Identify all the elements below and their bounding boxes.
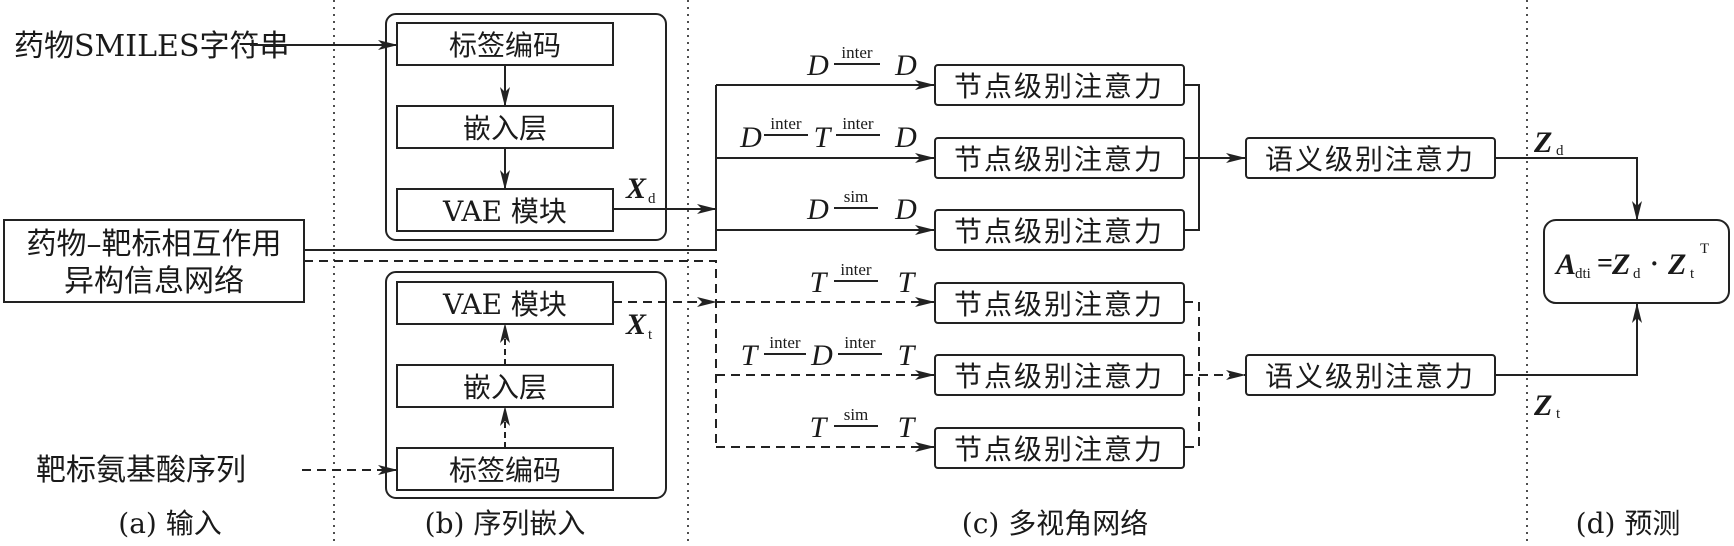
svg-text:inter: inter bbox=[842, 114, 873, 133]
target-seq-label: 靶标氨基酸序列 bbox=[36, 453, 246, 488]
svg-text:sim: sim bbox=[844, 187, 869, 206]
svg-text:D: D bbox=[894, 121, 917, 154]
metapath-target-3: T sim T bbox=[810, 405, 917, 444]
drug-vae-text: VAE 模块 bbox=[442, 195, 567, 228]
svg-text:T: T bbox=[1700, 241, 1709, 257]
node-attention-target-1[interactable]: 节点级别注意力 bbox=[934, 282, 1185, 324]
hin-box[interactable]: 药物–靶标相互作用 异构信息网络 bbox=[3, 219, 305, 303]
drug-embedding-layer-text: 嵌入层 bbox=[463, 112, 547, 145]
arrow-zd-to-prediction bbox=[1495, 157, 1642, 221]
target-embedding-group bbox=[385, 271, 667, 499]
node-attention-drug-1[interactable]: 节点级别注意力 bbox=[934, 64, 1185, 106]
svg-text:Z: Z bbox=[1667, 248, 1686, 281]
target-embedding-layer-text: 嵌入层 bbox=[463, 371, 547, 404]
metapath-drug-2: D inter T inter D bbox=[739, 114, 917, 154]
svg-text:inter: inter bbox=[841, 43, 872, 62]
svg-text:D: D bbox=[894, 193, 917, 226]
drug-feature-label: X d bbox=[625, 172, 656, 207]
drug-embedding-group bbox=[385, 13, 667, 241]
node-attention-target-3[interactable]: 节点级别注意力 bbox=[934, 427, 1185, 469]
svg-text:D: D bbox=[806, 49, 829, 82]
svg-text:语义级别注意力: 语义级别注意力 bbox=[1265, 143, 1475, 176]
hin-label-line2: 异构信息网络 bbox=[64, 264, 244, 299]
svg-text:X: X bbox=[625, 172, 647, 205]
prediction-box[interactable]: A dti = Z d · Z t T bbox=[1543, 219, 1730, 304]
svg-text:节点级别注意力: 节点级别注意力 bbox=[954, 433, 1164, 466]
section-caption-embedding: (b) 序列嵌入 bbox=[425, 507, 586, 540]
svg-text:节点级别注意力: 节点级别注意力 bbox=[954, 70, 1164, 103]
svg-text:=: = bbox=[1597, 248, 1613, 279]
svg-text:inter: inter bbox=[770, 114, 801, 133]
drug-label-encoding-text: 标签编码 bbox=[449, 29, 561, 62]
drug-label-encoding-box[interactable]: 标签编码 bbox=[396, 22, 614, 66]
metapath-drug-1: D inter D bbox=[806, 43, 917, 82]
svg-text:节点级别注意力: 节点级别注意力 bbox=[954, 288, 1164, 321]
svg-text:T: T bbox=[898, 411, 917, 444]
svg-text:A: A bbox=[1554, 248, 1576, 281]
target-embedding-layer-box[interactable]: 嵌入层 bbox=[396, 364, 614, 408]
svg-text:D: D bbox=[894, 49, 917, 82]
metapath-target-2: T inter D inter T bbox=[741, 333, 917, 372]
drug-embedding-layer-box[interactable]: 嵌入层 bbox=[396, 105, 614, 149]
target-label-encoding-text: 标签编码 bbox=[449, 454, 561, 487]
hin-label-line1: 药物–靶标相互作用 bbox=[27, 227, 282, 262]
svg-text:T: T bbox=[741, 339, 760, 372]
svg-text:节点级别注意力: 节点级别注意力 bbox=[954, 215, 1164, 248]
svg-text:Z: Z bbox=[1533, 389, 1552, 422]
target-embedding-output-label: Z t bbox=[1533, 389, 1561, 422]
drug-vae-box[interactable]: VAE 模块 bbox=[396, 188, 614, 232]
svg-text:t: t bbox=[1690, 266, 1695, 282]
svg-text:D: D bbox=[739, 121, 762, 154]
svg-text:Z: Z bbox=[1533, 126, 1552, 159]
svg-text:语义级别注意力: 语义级别注意力 bbox=[1265, 360, 1475, 393]
prediction-formula: A dti = Z d · Z t T bbox=[1554, 241, 1709, 282]
svg-text:t: t bbox=[648, 327, 653, 343]
svg-text:sim: sim bbox=[844, 405, 869, 424]
node-attention-target-2[interactable]: 节点级别注意力 bbox=[934, 354, 1185, 396]
svg-text:·: · bbox=[1650, 249, 1659, 278]
svg-text:dti: dti bbox=[1575, 266, 1591, 282]
svg-text:D: D bbox=[810, 339, 833, 372]
svg-text:X: X bbox=[625, 308, 647, 341]
drug-smiles-label: 药物SMILES字符串 bbox=[14, 29, 290, 64]
svg-text:T: T bbox=[814, 121, 833, 154]
svg-text:节点级别注意力: 节点级别注意力 bbox=[954, 360, 1164, 393]
svg-text:D: D bbox=[806, 193, 829, 226]
svg-text:t: t bbox=[1556, 406, 1561, 422]
target-vae-text: VAE 模块 bbox=[442, 288, 567, 321]
drug-embedding-output-label: Z d bbox=[1533, 126, 1564, 159]
target-merge-line bbox=[1184, 301, 1200, 448]
svg-text:inter: inter bbox=[769, 333, 800, 352]
svg-text:d: d bbox=[1556, 143, 1564, 159]
hin-box-border bbox=[3, 219, 305, 303]
svg-text:T: T bbox=[810, 266, 829, 299]
svg-text:d: d bbox=[648, 191, 656, 207]
arrow-zt-to-prediction bbox=[1495, 303, 1642, 376]
svg-text:inter: inter bbox=[840, 260, 871, 279]
section-caption-input: (a) 输入 bbox=[118, 507, 221, 540]
svg-text:T: T bbox=[898, 339, 917, 372]
section-caption-multiview: (c) 多视角网络 bbox=[962, 507, 1148, 540]
section-caption-predict: (d) 预测 bbox=[1576, 507, 1681, 540]
target-vae-box[interactable]: VAE 模块 bbox=[396, 281, 614, 325]
target-feature-label: X t bbox=[625, 308, 653, 343]
target-label-encoding-box[interactable]: 标签编码 bbox=[396, 447, 614, 491]
svg-text:Z: Z bbox=[1611, 248, 1630, 281]
node-attention-drug-3[interactable]: 节点级别注意力 bbox=[934, 209, 1185, 251]
svg-text:d: d bbox=[1633, 266, 1641, 282]
semantic-attention-drug[interactable]: 语义级别注意力 bbox=[1245, 137, 1496, 179]
svg-text:T: T bbox=[898, 266, 917, 299]
svg-text:T: T bbox=[810, 411, 829, 444]
metapath-drug-3: D sim D bbox=[806, 187, 917, 226]
svg-text:节点级别注意力: 节点级别注意力 bbox=[954, 143, 1164, 176]
semantic-attention-target[interactable]: 语义级别注意力 bbox=[1245, 354, 1496, 396]
line-hin-to-target-bus bbox=[304, 260, 717, 447]
svg-text:inter: inter bbox=[844, 333, 875, 352]
node-attention-drug-2[interactable]: 节点级别注意力 bbox=[934, 137, 1185, 179]
metapath-target-1: T inter T bbox=[810, 260, 917, 299]
